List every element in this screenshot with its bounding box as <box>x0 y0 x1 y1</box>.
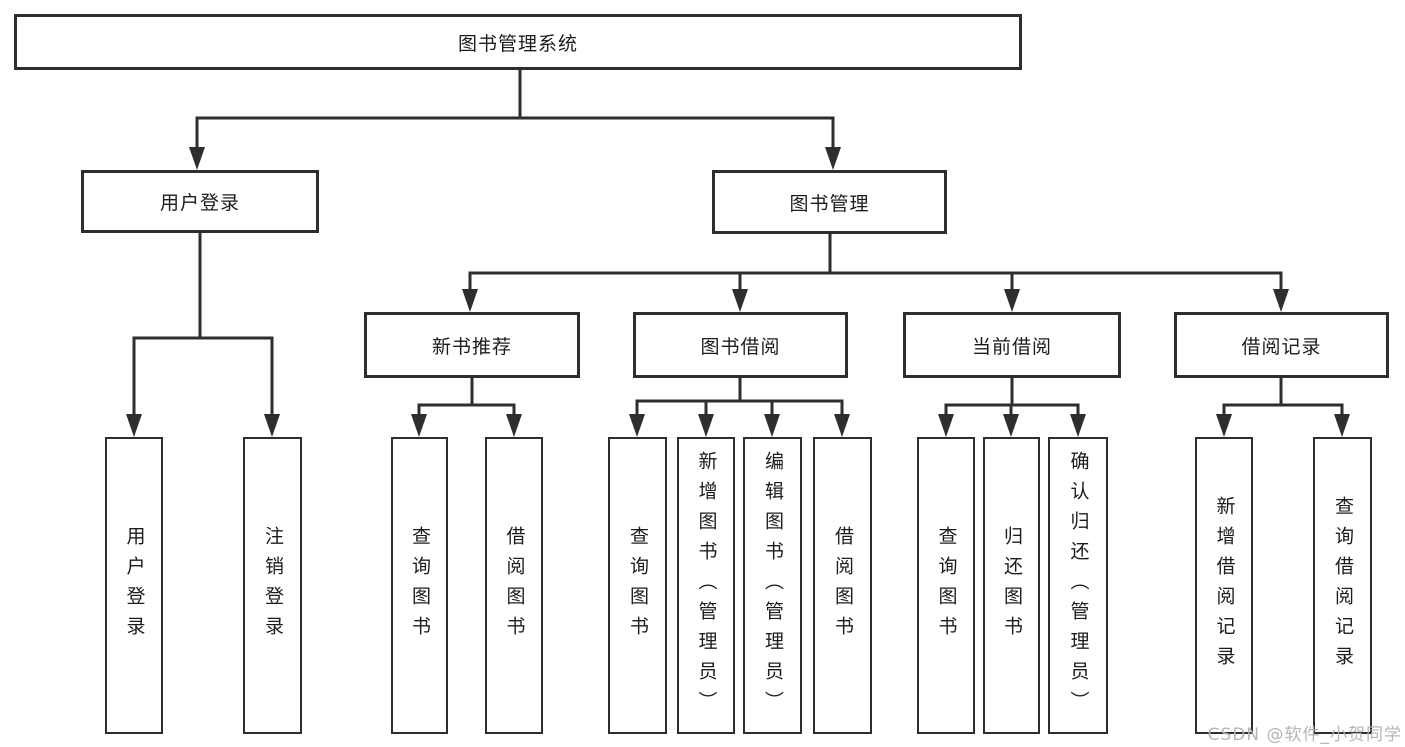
leaf-records-query-record: 查询借阅记录 <box>1313 437 1372 734</box>
leaf-current-confirm-return-admin: 确认归还（管理员） <box>1048 437 1108 734</box>
leaf-user-login-label: 用户登录 <box>123 525 146 646</box>
node-borrowing-records: 借阅记录 <box>1174 312 1389 378</box>
leaf-records-add-record-label: 新增借阅记录 <box>1213 495 1236 676</box>
node-book-management-module-label: 图书管理 <box>789 192 870 215</box>
node-book-borrowing: 图书借阅 <box>633 312 848 378</box>
leaf-logout-label: 注销登录 <box>262 525 284 646</box>
leaf-records-query-record-label: 查询借阅记录 <box>1332 495 1354 676</box>
node-root-system: 图书管理系统 <box>14 14 1022 70</box>
node-current-borrowing: 当前借阅 <box>903 312 1121 378</box>
leaf-borrow-borrow-books-label: 借阅图书 <box>832 525 854 646</box>
node-current-borrowing-label: 当前借阅 <box>971 335 1052 358</box>
leaf-current-return-books: 归还图书 <box>983 437 1040 734</box>
node-new-book-recommend: 新书推荐 <box>364 312 580 378</box>
node-root-system-label: 图书管理系统 <box>457 32 578 55</box>
node-borrowing-records-label: 借阅记录 <box>1241 335 1322 358</box>
leaf-current-query-books: 查询图书 <box>917 437 975 734</box>
leaf-current-confirm-return-admin-label: 确认归还（管理员） <box>1067 450 1090 721</box>
leaf-borrow-query-books: 查询图书 <box>608 437 667 734</box>
leaf-recommend-borrow-books: 借阅图书 <box>485 437 543 734</box>
leaf-user-login: 用户登录 <box>105 437 163 734</box>
node-book-borrowing-label: 图书借阅 <box>700 335 781 358</box>
node-book-management-module: 图书管理 <box>712 170 947 234</box>
leaf-recommend-query-books-label: 查询图书 <box>409 525 431 646</box>
leaf-borrow-edit-books-admin: 编辑图书（管理员） <box>743 437 802 734</box>
leaf-current-query-books-label: 查询图书 <box>935 525 958 646</box>
leaf-borrow-borrow-books: 借阅图书 <box>813 437 872 734</box>
leaf-recommend-query-books: 查询图书 <box>391 437 448 734</box>
leaf-current-return-books-label: 归还图书 <box>1001 525 1023 646</box>
node-new-book-recommend-label: 新书推荐 <box>431 335 512 358</box>
node-user-login-module: 用户登录 <box>81 170 319 233</box>
leaf-records-add-record: 新增借阅记录 <box>1195 437 1253 734</box>
leaf-borrow-edit-books-admin-label: 编辑图书（管理员） <box>762 450 784 721</box>
leaf-borrow-query-books-label: 查询图书 <box>627 525 649 646</box>
leaf-recommend-borrow-books-label: 借阅图书 <box>503 525 526 646</box>
node-user-login-module-label: 用户登录 <box>159 192 240 214</box>
leaf-logout: 注销登录 <box>243 437 302 734</box>
leaf-borrow-add-books-admin: 新增图书（管理员） <box>677 437 735 734</box>
leaf-borrow-add-books-admin-label: 新增图书（管理员） <box>695 450 718 721</box>
